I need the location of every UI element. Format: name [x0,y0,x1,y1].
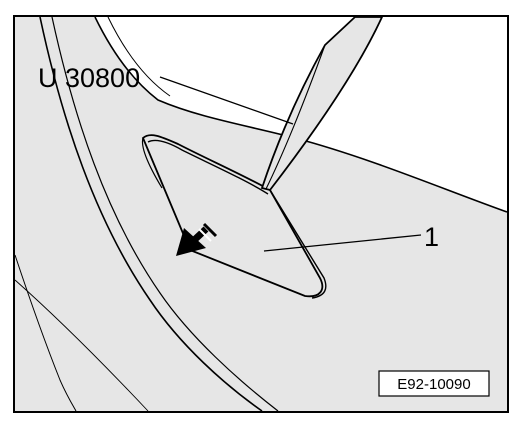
tool-wedge [260,16,384,192]
arrow-hatch-2 [202,222,218,238]
tool-wedge-facet [265,44,326,190]
cover-cap-outline [141,134,324,298]
panel-edge-line-outer [39,16,263,412]
part-leader-line [263,234,422,252]
panel-top-edge [94,16,508,213]
tool-label: U 30800 [38,63,140,93]
cover-cap-lower-edge [269,189,327,299]
arrow-shaft-line [187,226,209,247]
panel-edge-line-lower [14,254,77,412]
panel-edge-band [15,17,262,411]
reference-code: E92-10090 [397,376,470,393]
cover-cap-left-edge [141,137,163,189]
panel-edge-line-inner [51,16,279,412]
tool-leader-line [159,76,294,125]
part-label: 1 [424,222,439,252]
arrow-hatch-1 [198,228,212,242]
panel-contour-line [14,279,149,412]
reference-box [378,370,490,397]
removal-arrow [176,222,218,256]
cover-cap-inner-edge [147,139,269,195]
panel-top-edge-inner [107,16,171,97]
